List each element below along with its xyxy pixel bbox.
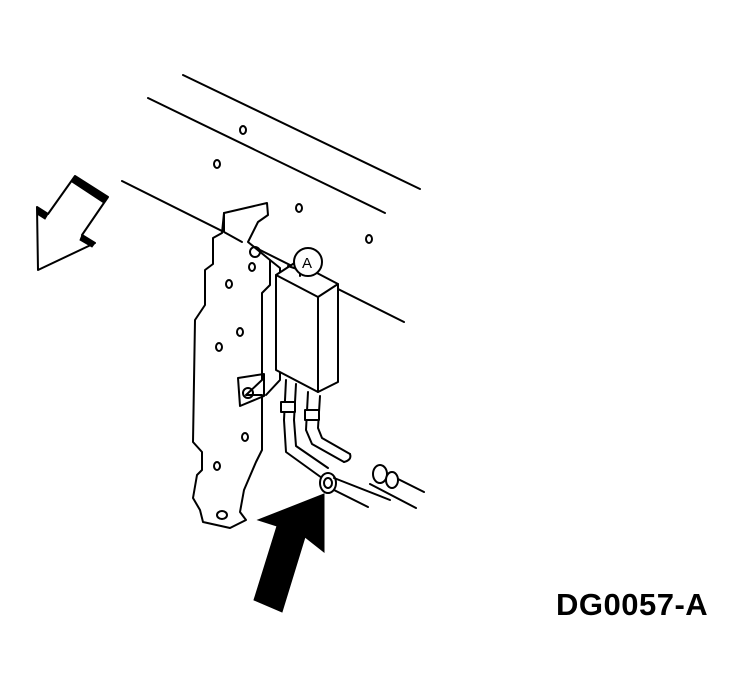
panel-hole: [213, 159, 221, 169]
hose-connector: [280, 401, 296, 413]
bracket-hole: [215, 342, 223, 352]
direction-arrow-shade: [79, 234, 96, 248]
bracket-plate: [192, 202, 271, 529]
bracket-hole: [225, 279, 233, 289]
callout-letter: A: [302, 255, 312, 272]
figure-id-label: DG0057-A: [556, 587, 709, 622]
pipe-clip: [385, 471, 399, 489]
hose-right-outer: [305, 391, 345, 463]
tube-lower: [333, 489, 369, 508]
panel-hole: [365, 234, 373, 244]
hose-clamp: [319, 472, 337, 494]
hose-left-outer: [283, 379, 323, 479]
pipe-clip: [372, 464, 388, 484]
outline-arrow-down-left-icon: [36, 175, 109, 271]
direction-arrow-shade: [36, 206, 49, 220]
panel-hole: [239, 125, 247, 135]
module-box: [275, 261, 339, 393]
bracket-hole: [236, 327, 244, 337]
hoses: [280, 379, 352, 479]
bracket-hole: [248, 262, 256, 272]
bracket-hole: [213, 461, 221, 471]
bracket-hole: [241, 432, 249, 442]
bracket-hole: [216, 510, 228, 520]
hose-clamp-inner: [323, 477, 333, 489]
panel-edges: [121, 74, 421, 323]
panel-top-line: [182, 74, 421, 190]
pointer-arrow: [253, 493, 325, 613]
direction-arrow-shade: [71, 175, 109, 204]
clamp-assembly: [319, 464, 425, 509]
panel-hole: [295, 203, 303, 213]
callout-a: A: [293, 247, 323, 277]
pipe-bottom: [369, 483, 417, 509]
hose-end: [343, 453, 352, 463]
callout-circle: [293, 247, 323, 277]
hose-connector: [304, 409, 320, 421]
panel-mid-line: [147, 97, 386, 214]
bracket-fold: [223, 212, 243, 243]
solid-arrow-up-right-icon: [253, 493, 325, 613]
bracket-screw: [242, 387, 254, 399]
hose-left-inner: [293, 383, 329, 469]
panel-lower-line: [121, 180, 405, 323]
panel-holes: [213, 125, 373, 244]
tube-upper: [333, 477, 391, 501]
bracket-screw: [249, 246, 261, 258]
mounting-bracket: [192, 202, 281, 529]
module-body: [275, 261, 339, 393]
bracket-tab: [237, 373, 265, 407]
hose-right-inner: [317, 395, 351, 455]
